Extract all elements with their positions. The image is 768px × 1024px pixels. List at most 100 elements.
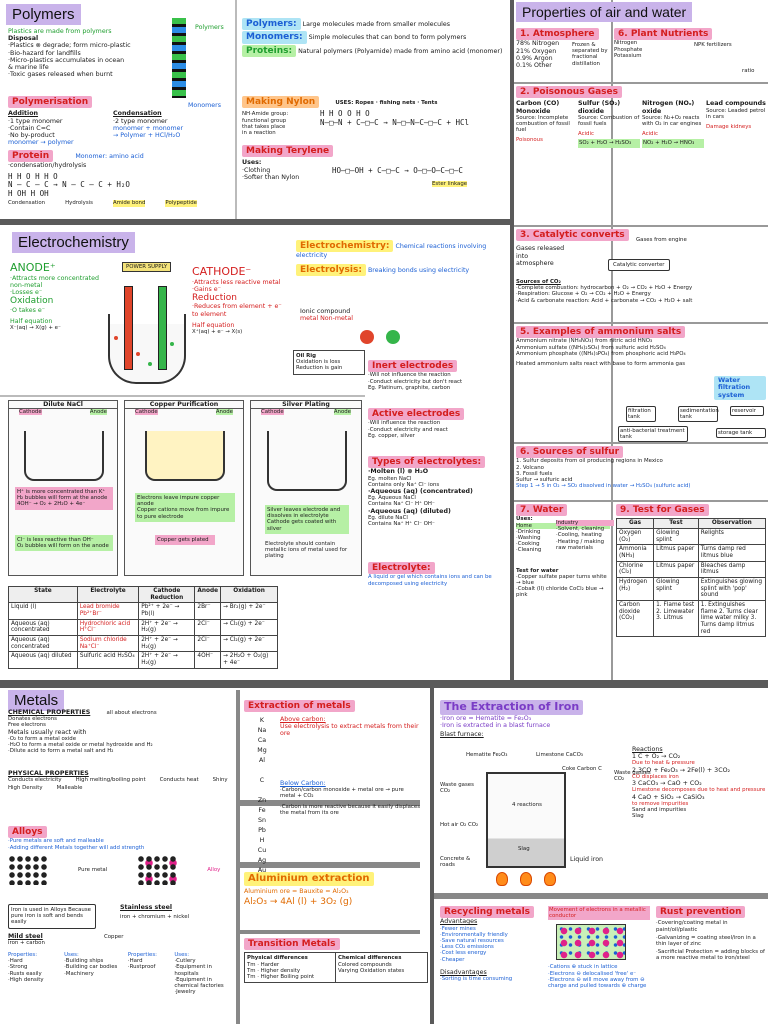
table-cell: Carbon dioxide (CO₂): [615, 599, 655, 638]
panel-3-note-1: Silver leaves electrode and dissolves in…: [267, 507, 341, 520]
cell-anode: [158, 286, 167, 370]
inert-line-3: Eg. Platinum, graphite, carbon: [368, 384, 451, 391]
poison-col-lead: Lead compounds Source: Leaded petrol in …: [706, 100, 766, 147]
nylon-note-2: functional group: [242, 117, 287, 124]
power-supply: POWER SUPPLY: [122, 262, 172, 273]
below-carbon: Below Carbon: ·Carbon/carbon monoxide + …: [280, 780, 420, 816]
terylene-block: Making Terylene Uses: ·Clothing ·Softer …: [242, 145, 504, 188]
props2-h: Properties:: [127, 952, 157, 959]
uses2-4: ·Jewelry: [174, 989, 196, 996]
panel-1-note-4: Cl⁻ is less reactive than OH⁻: [17, 537, 94, 543]
sulfur-line-2: 2. Volcano: [516, 464, 544, 471]
polymers-plastics: Plastics are made from polymers Disposal…: [8, 28, 178, 79]
phys-5: High Density: [8, 785, 43, 792]
tm-chem-1: Colored compounds: [338, 961, 392, 968]
water-test-h: Test for water: [516, 567, 559, 574]
table-cell: 2H⁺ + 2e⁻ → H₂(g): [138, 651, 196, 669]
panel-1-title: Dilute NaCl: [9, 401, 117, 410]
anion-1: [170, 342, 174, 346]
iron-alloys-block: Iron is used in Alloys Because pure iron…: [8, 904, 234, 995]
gas-col-test: Test: [653, 518, 699, 529]
blast-furnace-h: Blast furnace:: [440, 731, 484, 739]
water-use-1: ·Drinking: [516, 528, 541, 535]
furnace-waste-right: Waste gasses CO₂: [614, 770, 651, 783]
table-cell: Pb²⁺ + 2e⁻ → Pb(l): [138, 602, 196, 620]
furnace-body: [486, 772, 566, 868]
sulfur-line-1: 1. Sulfur deposits from oil producing re…: [516, 458, 663, 465]
polymerisation-heading: Polymerisation: [8, 96, 93, 109]
def-electrolysis-term: Electrolysis:: [296, 263, 366, 276]
co2-source-2: ·Respiration: Glucose + O₂ → CO₂ + H₂O +…: [516, 291, 651, 298]
uses2-2: ·Equipment in hospitals: [174, 964, 212, 977]
nylon-note-4: in a reaction: [242, 129, 276, 136]
movement-3: ·Electrons ⊖ will move away from ⊖ charg…: [548, 976, 647, 990]
uses2-3: ·Equipment in chemical factories: [174, 976, 224, 990]
atmosphere-note: Frozen & separated by fractional distill…: [572, 42, 608, 67]
table-header-oxidation: Oxidation: [220, 585, 278, 604]
iron-line-2: ·Iron is extracted in a blast furnace: [440, 721, 551, 729]
transition-metals: Transition Metals Physical differences T…: [244, 938, 428, 984]
table-cell: 2Cl⁻: [194, 634, 222, 653]
reactivity-series: K Na Ca Mg Al C Zn Fe Sn Pb H Cu Ag Au: [254, 716, 270, 876]
poison-lead-name: Lead compounds: [706, 100, 766, 108]
hydrolysis-arrow-label: Hydrolysis: [65, 200, 93, 207]
adv-6: ·Cheaper: [440, 956, 465, 963]
series-c: C: [259, 777, 265, 784]
table-cell: Sulfuric acid H₂SO₄: [76, 651, 140, 669]
table-cell: Lead bromide Pb²⁺Br⁻: [76, 602, 140, 620]
nylon-note-1: NH·Amide group:: [242, 111, 289, 118]
anode-line-4: ·O takes e⁻: [10, 306, 46, 314]
furnace-coke: Coke Carbon C: [562, 766, 602, 772]
table-cell: → Cl₂(g) + 2e⁻: [220, 618, 278, 636]
uses1-3: ·Machinery: [64, 970, 94, 977]
phys-1: Conducts electricity: [8, 777, 62, 784]
poison-col-so2: Sulfur (SO₂) dioxide Source: Combustion …: [578, 100, 640, 148]
below-carbon-1: ·Carbon/carbon monoxide + metal ore → pu…: [280, 787, 404, 800]
divider-props-h1: [514, 82, 768, 84]
ion-negative: [386, 330, 400, 344]
divider-vertical-bottom: [430, 688, 434, 1024]
phys-4: Shiny: [212, 777, 228, 784]
series-ag: Ag: [257, 857, 267, 864]
metals-physical: PHYSICAL PROPERTIES Conducts electricity…: [8, 770, 234, 792]
table-cell: Glowing splint: [653, 576, 699, 601]
cathode-reduction: Reduction: [192, 293, 237, 304]
addition-heading: Addition: [8, 110, 39, 118]
phys-2: High melting/boiling point: [75, 777, 146, 784]
poison-nox-src: Source: N₂+O₂ reacts with O₂ in car engi…: [642, 114, 702, 128]
adv-4: ·Less CO₂ emissions: [440, 944, 494, 951]
poison-nox-effect: Acidic: [642, 131, 658, 138]
table-cell: 2H⁺ + 2e⁻ → H₂(g): [138, 618, 196, 636]
series-mg: Mg: [257, 747, 267, 754]
nylon-heading: Making Nylon: [242, 96, 320, 109]
table-cell: → 2H₂O + O₂(g) + 4e⁻: [220, 651, 278, 669]
def-electrochem-term: Electrochemistry:: [296, 240, 394, 253]
table-header-electrolyte: Electrolyte: [76, 585, 140, 604]
def-monomers-term: Monomers:: [242, 31, 307, 44]
reaction-4-note: to remove impurities: [632, 800, 689, 807]
extraction-block: Extraction of metals K Na Ca Mg Al C Zn …: [244, 700, 428, 874]
plastics-disposal: Disposal: [8, 35, 39, 43]
sulfur-line-5: Step 1 → 5 in O₂ → SO₂ dissolved in wate…: [516, 483, 691, 490]
poison-co-effect: Poisonous: [516, 137, 543, 144]
alloys-heading: Alloys: [8, 826, 47, 839]
filtration-tank: filtration tank: [626, 406, 656, 423]
panel-1-anode: Anode: [89, 409, 107, 416]
panel-1-cathode: Cathode: [19, 409, 42, 416]
plant-line-1: Nitrogen: [614, 40, 638, 47]
terylene-use-2: ·Softer than Nylon: [242, 173, 300, 181]
metal-lattice-graphic: [556, 924, 626, 961]
plastics-heading: Plastics are made from polymers: [8, 28, 112, 35]
electro-title: Electrochemistry: [12, 232, 135, 254]
chem-line-1: Donates electrons: [8, 716, 57, 723]
table-cell: Hydrochloric acid H⁺Cl⁻: [76, 618, 140, 636]
nylon-uses: USES: Ropes · fishing nets · Tents: [335, 100, 438, 106]
dis-1: ·Sorting is time consuming: [440, 976, 513, 983]
def-monomers-text: Simple molecules that can bond to form p…: [308, 34, 467, 42]
catalytic-line-2: Gases from engine: [636, 237, 687, 243]
